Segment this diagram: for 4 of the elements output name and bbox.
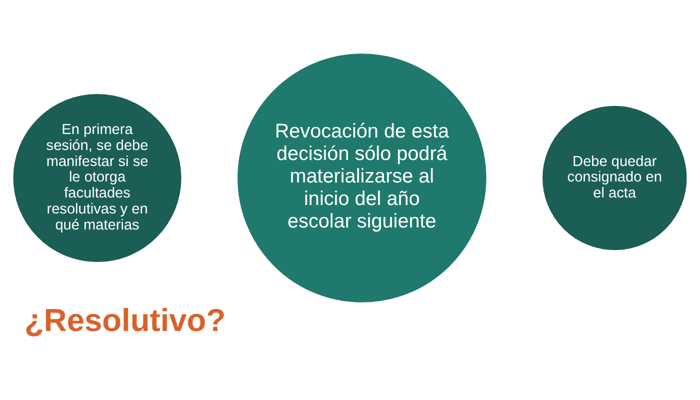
node-circle: En primera sesión, se debe manifestar si se le otorga facultades resolutivas y en qué materias bbox=[13, 93, 182, 262]
node-circle: Debe quedar consignado en el acta bbox=[542, 105, 687, 250]
diagram-title: ¿Resolutivo? bbox=[24, 302, 226, 338]
node-circle: Revocación de esta decisión sólo podrá materializarse al inicio del año escolar siguiente bbox=[238, 53, 486, 302]
